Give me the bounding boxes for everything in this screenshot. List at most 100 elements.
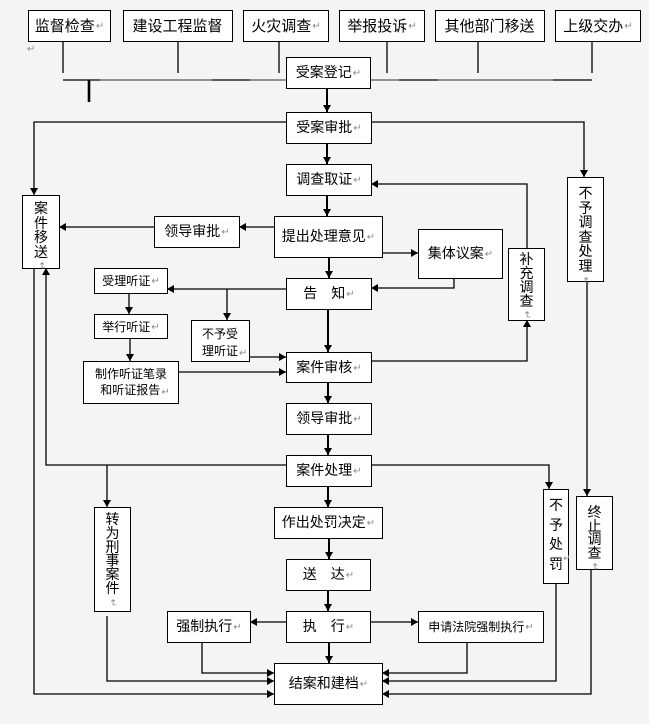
arrow-approval-to-no-investigation	[371, 121, 588, 177]
node-label: 领导审批	[296, 411, 353, 427]
return-mark: ↵	[521, 310, 533, 320]
node-label: 不予处罚	[549, 498, 563, 573]
label-line-wrapper: 和听证报告↵	[92, 382, 169, 400]
arrow-handling-to-no-penalty	[371, 464, 553, 489]
arrow-review-to-supplementary	[371, 320, 531, 362]
label-line: 制作听证笔录	[94, 366, 167, 381]
label-line: 理听证	[202, 344, 239, 358]
label-line: 和听证报告	[100, 382, 161, 397]
return-mark: ↵	[359, 679, 369, 690]
return-mark: ↵	[345, 622, 355, 633]
node-label: 提出处理意见	[281, 229, 366, 245]
return-mark: ↵	[563, 554, 571, 564]
step-hearing-record: 制作听证笔录 和听证报告↵	[83, 361, 179, 404]
node-label: 强制执行	[176, 619, 233, 635]
return-mark: ↵	[233, 622, 242, 633]
return-mark: ↵	[589, 562, 601, 572]
arrow-approval-to-case-transfer	[30, 121, 286, 195]
return-mark: ↵	[312, 21, 321, 32]
arrow-court-enforcement-to-closing	[382, 642, 468, 677]
multiline-label: 不予受 理听证↵	[202, 326, 249, 361]
node-label: 火灾调查	[251, 16, 312, 35]
source-fire-investigation: 火灾调查↵	[243, 10, 329, 42]
step-propose-opinion: 提出处理意见↵	[274, 216, 383, 258]
return-mark: ↵	[580, 276, 592, 285]
return-mark: ↵	[107, 598, 119, 607]
step-hearing-accepted: 受理听证↵	[94, 268, 168, 294]
node-label: 上级交办	[563, 16, 624, 35]
return-mark: ↵	[345, 570, 355, 581]
arrow-case-transfer-to-closing	[33, 268, 274, 698]
return-mark: ↵	[161, 386, 170, 398]
step-leader-approval-1: 领导审批↵	[154, 216, 240, 248]
return-mark: ↵	[353, 414, 362, 425]
arrow-criminal-transfer-to-closing	[106, 616, 274, 685]
return-mark: ↵	[151, 321, 160, 333]
label-line-wrapper: 理听证↵	[202, 343, 247, 361]
step-case-handling: 案件处理↵	[286, 455, 372, 487]
node-label: 结案和建档	[288, 676, 359, 692]
node-label: 补充调查	[519, 252, 534, 310]
step-no-investigation: 不予调查处理↵	[567, 177, 604, 285]
step-supplementary-investigation: 补充调查↵	[508, 248, 545, 321]
node-label: 案件审核	[296, 359, 353, 376]
label-line: 不予受	[202, 327, 239, 341]
stray-return-mark: ↵	[27, 44, 36, 55]
return-mark: ↵	[624, 21, 633, 32]
step-no-penalty: 不予处罚↵	[543, 489, 571, 584]
return-mark: ↵	[151, 276, 160, 287]
step-forced-execution: 强制执行↵	[167, 611, 251, 643]
node-label: 转为刑事案件	[105, 512, 120, 597]
return-mark: ↵	[95, 21, 105, 32]
multiline-label: 制作听证笔录 和听证报告↵	[92, 366, 170, 400]
step-terminate-investigation: 终止调查↵	[576, 496, 613, 572]
node-label: 告 知	[303, 286, 346, 302]
node-label: 其他部门移送	[444, 16, 535, 35]
return-mark: ↵	[352, 68, 362, 79]
step-case-registration: 受案登记↵	[286, 57, 371, 89]
source-supervision-inspection: 监督检查↵	[28, 10, 111, 42]
step-acceptance-approval: 受案审批↵	[286, 112, 372, 144]
step-leader-approval-2: 领导审批↵	[286, 403, 372, 435]
node-label: 领导审批	[164, 224, 221, 240]
step-notification: 告 知↵	[286, 278, 372, 310]
return-mark: ↵	[366, 518, 376, 529]
step-case-closing: 结案和建档↵	[274, 663, 383, 705]
node-label: 作出处罚决定	[281, 515, 366, 531]
step-hearing-not-accepted: 不予受 理听证↵	[191, 320, 250, 362]
node-label: 案件处理	[296, 463, 353, 479]
return-mark: ↵	[525, 622, 534, 633]
node-label: 举报投诉	[347, 16, 408, 35]
step-case-transfer: 案件移送↵	[22, 195, 60, 270]
arrow-handling-to-case-transfer	[42, 268, 286, 466]
return-mark: ↵	[353, 466, 362, 477]
return-mark: ↵	[353, 123, 362, 134]
node-label: 申请法院强制执行	[428, 620, 525, 634]
node-label: 监督检查	[34, 16, 95, 35]
node-label: 举行听证	[102, 319, 151, 334]
step-court-enforcement: 申请法院强制执行↵	[418, 611, 544, 643]
source-superior-assignment: 上级交办↵	[555, 10, 641, 42]
return-mark: ↵	[366, 232, 376, 243]
return-mark: ↵	[484, 249, 494, 260]
node-label: 案件移送	[34, 201, 48, 261]
step-penalty-decision: 作出处罚决定↵	[274, 507, 383, 539]
node-label: 建设工程监督	[132, 16, 223, 35]
step-hearing-held: 举行听证↵	[94, 314, 168, 339]
return-mark: ↵	[353, 175, 362, 186]
step-execution: 执 行↵	[286, 611, 371, 643]
source-other-dept-transfer: 其他部门移送	[435, 10, 545, 42]
return-mark: ↵	[346, 289, 355, 300]
node-label: 调查取证	[296, 172, 353, 188]
node-label: 受案审批	[296, 120, 353, 136]
return-mark: ↵	[408, 21, 417, 32]
node-label: 送 达	[302, 567, 345, 583]
arrow-no-penalty-to-closing	[382, 583, 557, 685]
arrow-deliberation-to-notification	[371, 278, 455, 292]
step-investigation: 调查取证↵	[286, 164, 372, 196]
arrow-supplementary-to-investigation	[371, 180, 528, 248]
node-label: 执 行	[302, 619, 345, 635]
arrow-forced-execution-to-closing	[201, 642, 274, 677]
